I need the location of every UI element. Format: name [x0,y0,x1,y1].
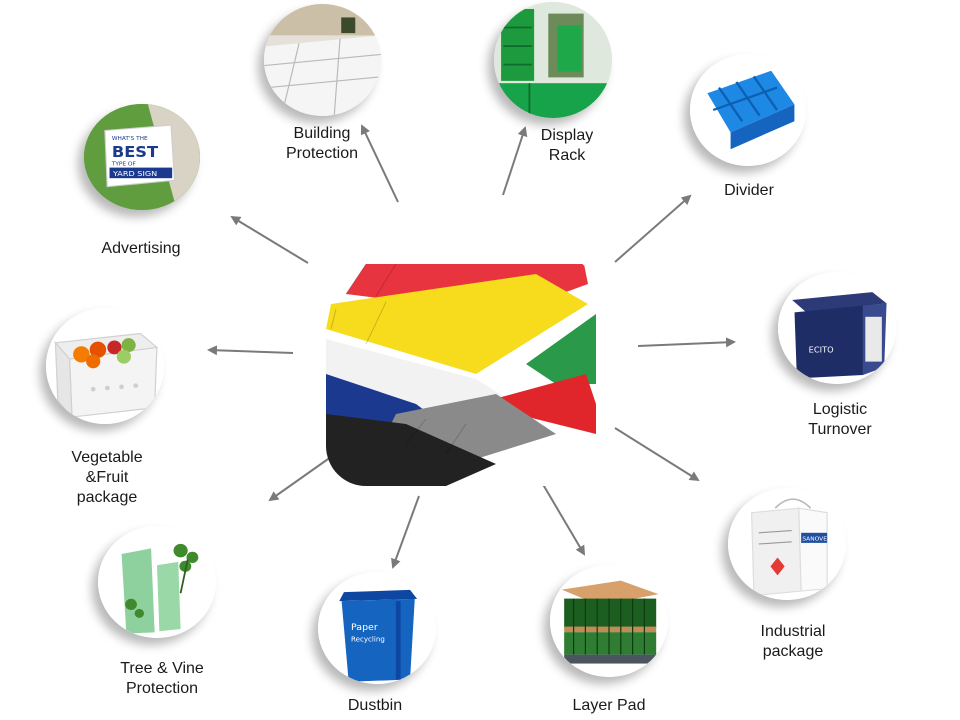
arrow-dustbin [391,495,420,569]
pallet-bottles-icon [550,565,668,677]
sign-text-4: YARD SIGN [112,169,157,178]
label-advertising: Advertising [101,240,181,257]
floor-protection-icon [264,4,381,116]
display-rack-icon [494,2,612,118]
yard-sign-icon: WHAT'S THE BEST TYPE OF YARD SIGN [84,104,200,210]
dustbin-text-1: Paper [351,622,378,633]
sign-text-3: TYPE OF [111,162,136,168]
fruit-crate-icon [46,308,164,424]
arrow-layer-pad [540,480,586,556]
turnover-box-icon: ECITO [778,272,896,384]
arrow-divider [614,194,692,263]
logistic-box-text: ECITO [809,346,834,355]
label-layer-pad: Layer Pad [572,697,646,714]
sign-text-2: BEST [112,144,159,161]
dustbin-icon: Paper Recycling [318,572,436,684]
arrow-vegetable-fruit [207,345,294,356]
label-divider: Divider [724,182,774,199]
corrugated-plastic-sheets-image [326,254,596,486]
label-dustbin: Dustbin [347,697,403,714]
arrow-industrial-package [614,427,700,482]
industrial-box-text: SANOVE [802,537,827,543]
divider-grid-icon [690,54,806,166]
arrow-advertising [230,215,309,264]
industrial-box-icon: SANOVE [728,488,846,600]
sign-text-1: WHAT'S THE [112,136,148,142]
dustbin-text-2: Recycling [351,636,385,644]
tree-guard-icon [98,526,216,638]
arrow-building-protection [360,124,399,203]
arrow-logistic-turnover [637,337,736,348]
arrow-display-rack [502,126,528,196]
